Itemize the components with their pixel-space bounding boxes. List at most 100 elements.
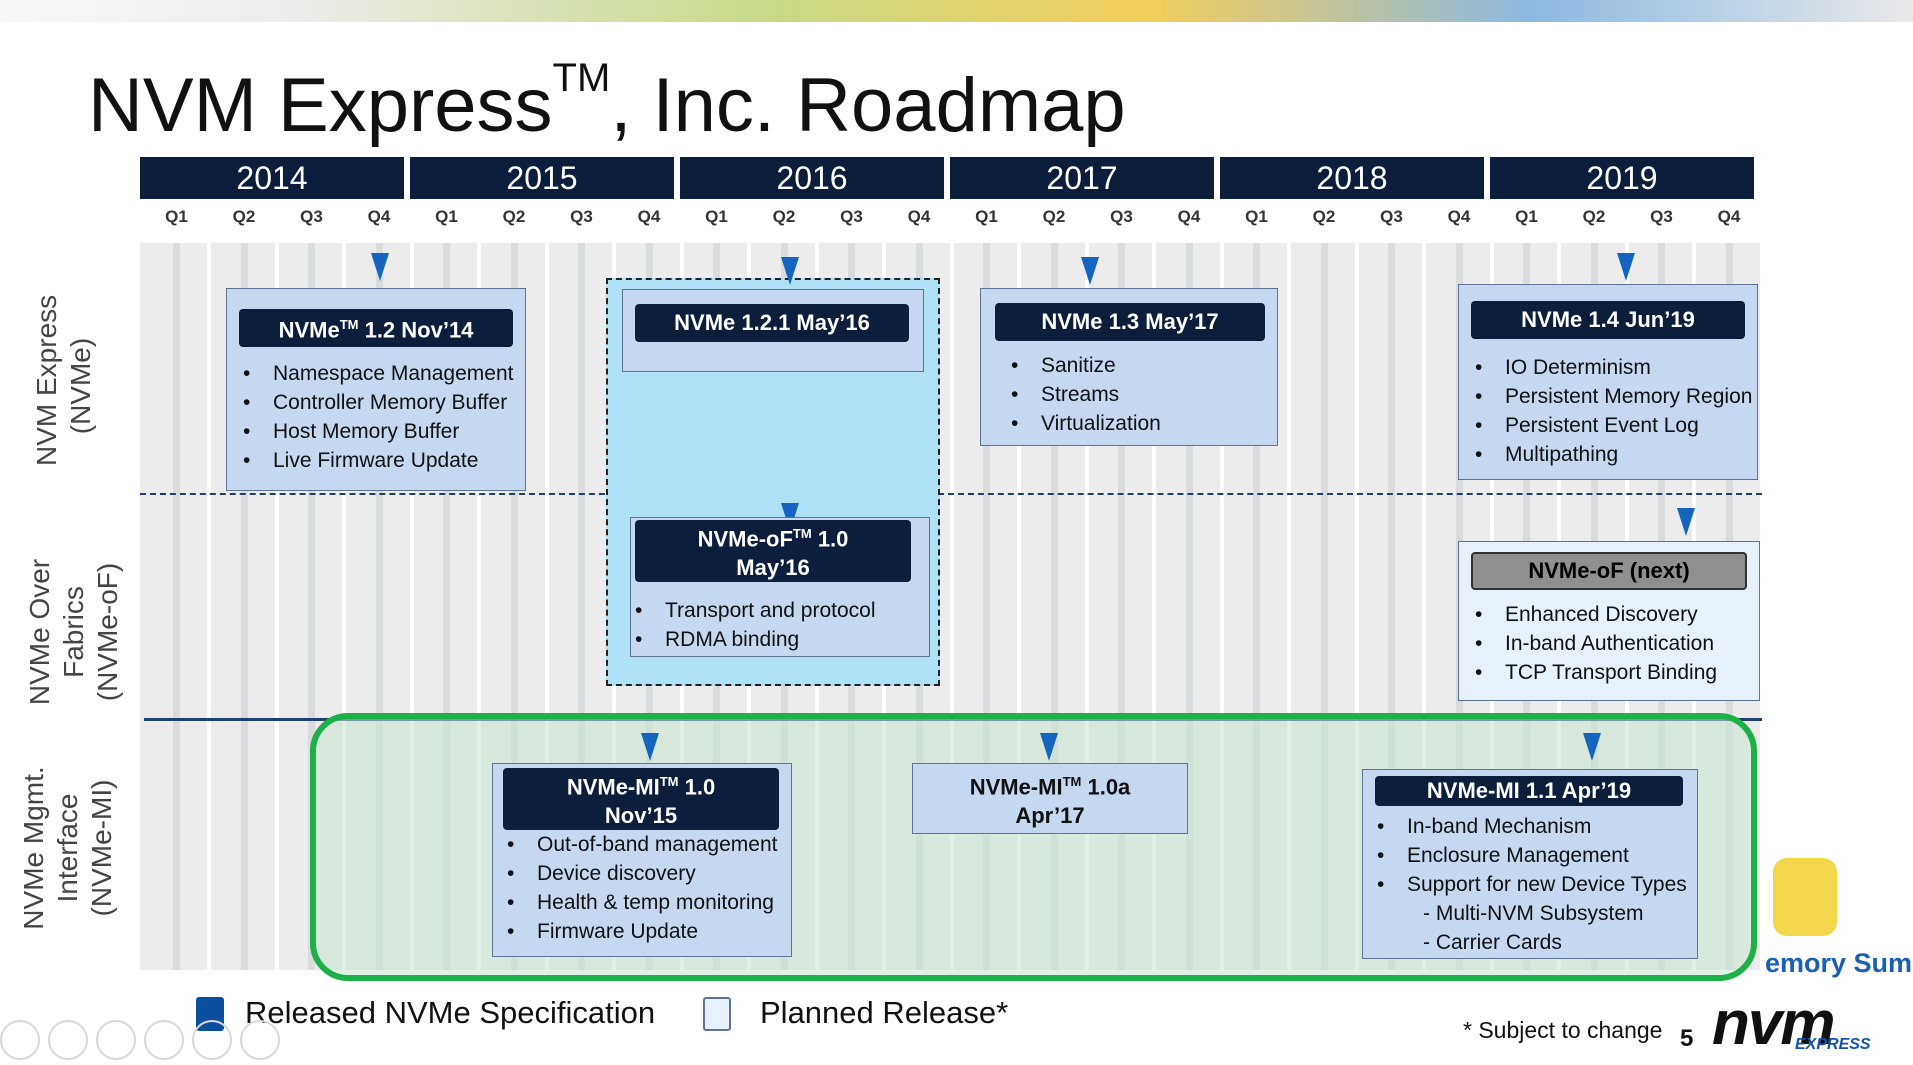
grid-line xyxy=(308,243,315,970)
grid-gap xyxy=(207,243,211,970)
release-title: NVMe 1.2.1 May’16 xyxy=(635,304,909,342)
grid-line xyxy=(1118,243,1125,970)
release-marker xyxy=(1583,733,1601,761)
quarter-label: Q3 xyxy=(1110,207,1133,226)
grid-gap xyxy=(1354,243,1359,970)
quarter-label: Q4 xyxy=(1177,207,1201,226)
quarter-label: Q2 xyxy=(232,207,256,226)
feature-list: Out-of-band management Device discovery … xyxy=(507,830,777,946)
feature-list: Sanitize Streams Virtualization xyxy=(1011,351,1161,438)
grid-line xyxy=(1050,243,1058,970)
grid-gap xyxy=(1152,243,1156,970)
quarter-label: Q1 xyxy=(435,207,458,226)
grid-line xyxy=(443,243,450,970)
grid-gap xyxy=(274,243,279,970)
quarter-label: Q2 xyxy=(1312,207,1336,226)
release-marker xyxy=(1677,508,1695,536)
year-2014: 2014 xyxy=(140,157,404,199)
release-box-nvme-1-4: NVMe 1.4 Jun’19 IO Determinism Persisten… xyxy=(1458,284,1758,480)
back-icon[interactable] xyxy=(0,1020,40,1060)
feature-list: Enhanced Discovery In-band Authenticatio… xyxy=(1475,600,1717,687)
release-marker xyxy=(1617,253,1635,281)
grid-line xyxy=(578,243,585,970)
release-marker xyxy=(641,733,659,761)
grid-line xyxy=(1253,243,1260,970)
grid-line xyxy=(1388,243,1395,970)
grid-line xyxy=(983,243,990,970)
feature-list: In-band Mechanism Enclosure Management S… xyxy=(1377,812,1687,957)
release-title: NVMeTM 1.2 Nov’14 xyxy=(239,309,513,347)
grid-gap xyxy=(1422,243,1426,970)
release-marker xyxy=(371,253,389,281)
release-title: NVMe-oFTM 1.0 May’16 xyxy=(635,520,911,582)
nvm-express-logo-sub: EXPRESS xyxy=(1795,1036,1871,1053)
release-title: NVMe-MITM 1.0 Nov’15 xyxy=(503,768,779,830)
quarter-label: Q4 xyxy=(1447,207,1471,226)
release-title: NVMe 1.4 Jun’19 xyxy=(1471,301,1745,339)
quarter-label: Q2 xyxy=(772,207,796,226)
quarter-label: Q3 xyxy=(1380,207,1403,226)
release-box-nvme-1-2-1: NVMe 1.2.1 May’16 xyxy=(622,289,924,372)
grid-line xyxy=(375,243,383,970)
quarter-label: Q3 xyxy=(1650,207,1673,226)
release-box-nvmemi-1-0: NVMe-MITM 1.0 Nov’15 Out-of-band managem… xyxy=(492,763,792,957)
quarter-label: Q3 xyxy=(570,207,593,226)
quarter-label: Q2 xyxy=(1582,207,1606,226)
release-box-nvmeof-next: NVMe-oF (next) Enhanced Discovery In-ban… xyxy=(1458,541,1760,701)
grid-line xyxy=(1320,243,1328,970)
legend-released-label: Released NVMe Specification xyxy=(245,995,656,1030)
feature-list: IO Determinism Persistent Memory Region … xyxy=(1475,353,1752,469)
grid-gap xyxy=(544,243,549,970)
zoom-icon[interactable] xyxy=(192,1020,232,1060)
quarter-label: Q1 xyxy=(165,207,188,226)
slides-icon[interactable] xyxy=(144,1020,184,1060)
release-title: NVMe-oF (next) xyxy=(1471,552,1747,590)
flash-memory-summit-text: emory Summit xyxy=(1765,948,1913,978)
legend-planned-label: Planned Release* xyxy=(760,995,1009,1030)
more-icon[interactable] xyxy=(240,1020,280,1060)
legend-planned-swatch xyxy=(703,997,731,1031)
quarter-label: Q3 xyxy=(840,207,863,226)
page-number: 5 xyxy=(1680,1025,1694,1052)
quarter-label: Q2 xyxy=(1042,207,1066,226)
grid-gap xyxy=(1219,243,1224,970)
release-box-nvmeof-1-0: NVMe-oFTM 1.0 May’16 Transport and proto… xyxy=(630,517,930,657)
slideshow-nav-controls[interactable] xyxy=(0,1020,288,1065)
grid-gap xyxy=(1287,243,1291,970)
feature-list: Transport and protocol RDMA binding xyxy=(635,596,876,654)
grid-gap xyxy=(477,243,481,970)
release-box-nvmemi-1-0a: NVMe-MITM 1.0a Apr’17 xyxy=(912,763,1188,834)
grid-gap xyxy=(1759,243,1764,970)
release-marker xyxy=(781,257,799,285)
quarter-label: Q4 xyxy=(907,207,931,226)
year-2017: 2017 xyxy=(950,157,1214,199)
grid-line xyxy=(510,243,518,970)
year-2016: 2016 xyxy=(680,157,944,199)
quarter-label: Q4 xyxy=(637,207,661,226)
row-label-nvmemi: NVMe Mgmt.Interface(NVMe-MI) xyxy=(18,766,117,930)
release-title: NVMe 1.3 May’17 xyxy=(995,303,1265,341)
forward-icon[interactable] xyxy=(48,1020,88,1060)
grid-line xyxy=(173,243,180,970)
quarter-label: Q1 xyxy=(975,207,998,226)
release-title: NVMe-MI 1.1 Apr’19 xyxy=(1375,776,1683,806)
release-marker xyxy=(1040,733,1058,761)
subject-to-change-note: * Subject to change xyxy=(1463,1017,1663,1043)
quarter-label: Q3 xyxy=(300,207,323,226)
grid-line xyxy=(1185,243,1193,970)
top-decorative-band xyxy=(0,0,1913,22)
grid-gap xyxy=(409,243,414,970)
row-label-nvme: NVM Express(NVMe) xyxy=(31,294,96,466)
quarter-label: Q2 xyxy=(502,207,526,226)
quarter-label: Q4 xyxy=(367,207,391,226)
quarter-label: Q1 xyxy=(1245,207,1268,226)
quarter-label: Q4 xyxy=(1717,207,1741,226)
nvm-express-logo: nvm xyxy=(1712,989,1835,1058)
slide-title: NVM ExpressTM, Inc. Roadmap xyxy=(88,55,1126,148)
year-2015: 2015 xyxy=(410,157,674,199)
pen-icon[interactable] xyxy=(96,1020,136,1060)
flash-memory-summit-logo-icon xyxy=(1773,858,1837,936)
quarter-label: Q1 xyxy=(1515,207,1538,226)
release-box-nvmemi-1-1: NVMe-MI 1.1 Apr’19 In-band Mechanism Enc… xyxy=(1362,769,1698,959)
